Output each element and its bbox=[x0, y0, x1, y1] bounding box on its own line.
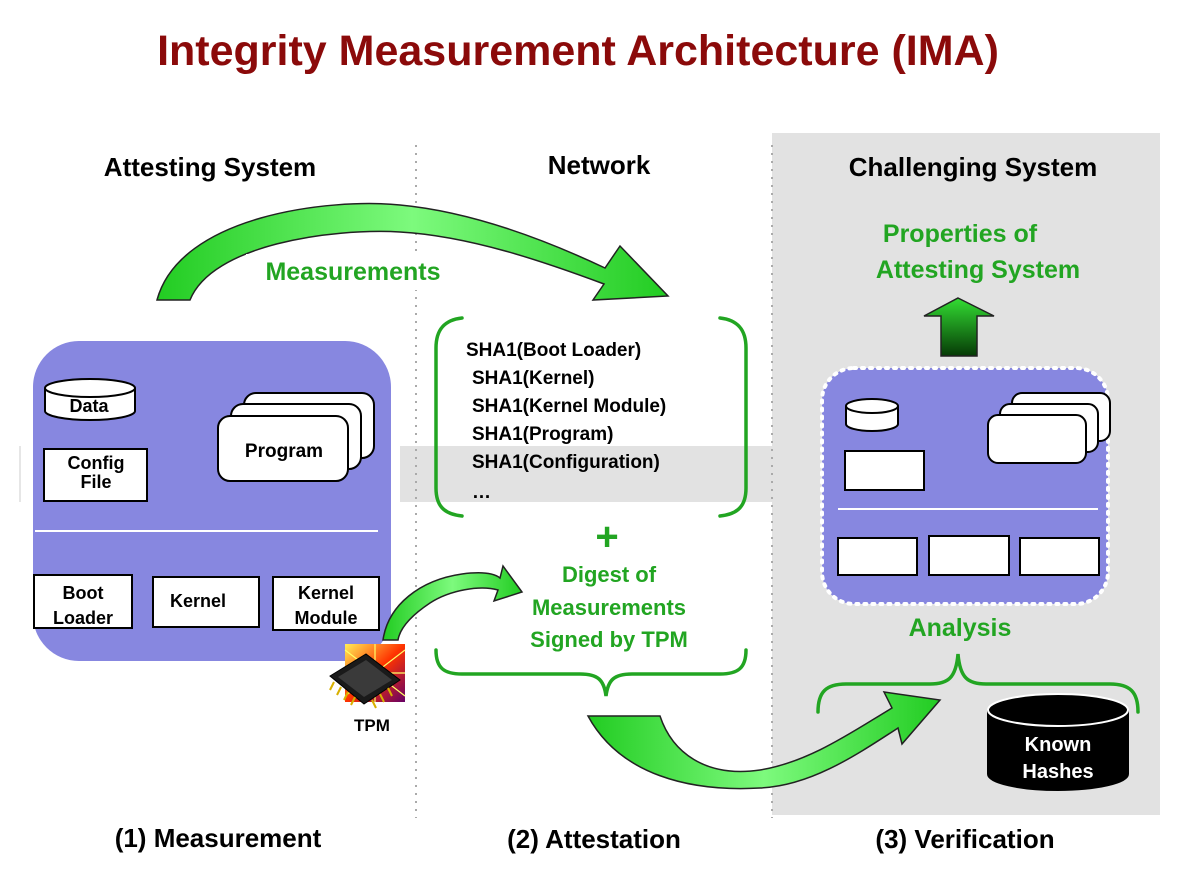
module-label-line2: Module bbox=[295, 608, 358, 628]
data-label: Data bbox=[69, 396, 109, 416]
known-hashes-line1: Known bbox=[1025, 734, 1092, 756]
tpm-label: TPM bbox=[354, 716, 390, 735]
measurements-arrow bbox=[156, 202, 670, 301]
boot-loader-box bbox=[33, 574, 133, 629]
known-hashes-cylinder bbox=[987, 693, 1129, 791]
tpm-chip-icon bbox=[329, 644, 406, 709]
properties-line2: Attesting System bbox=[876, 256, 1080, 284]
hash-item: SHA1(Program) bbox=[472, 424, 613, 445]
config-label-line2: File bbox=[80, 472, 111, 492]
attestation-arrow bbox=[586, 691, 942, 790]
analysis-label: Analysis bbox=[909, 614, 1012, 642]
digest-line3: Signed by TPM bbox=[530, 627, 688, 652]
tpm-to-digest-arrow bbox=[382, 564, 524, 641]
plus-sign: + bbox=[595, 515, 618, 559]
page-title: Integrity Measurement Architecture (IMA) bbox=[157, 27, 999, 75]
boot-label-line2: Loader bbox=[53, 608, 113, 628]
digest-line1: Digest of bbox=[562, 562, 657, 587]
phase-attestation: (2) Attestation bbox=[507, 824, 681, 854]
header-challenging: Challenging System bbox=[849, 152, 1098, 182]
hash-item: SHA1(Kernel Module) bbox=[472, 396, 666, 417]
analysis-boot-box bbox=[837, 537, 918, 576]
analysis-kernel-box bbox=[928, 535, 1010, 576]
hash-list: SHA1(Boot Loader) SHA1(Kernel) SHA1(Kern… bbox=[466, 340, 666, 503]
kernel-module-box bbox=[272, 576, 380, 631]
analysis-module-box bbox=[1019, 537, 1100, 576]
config-label-line1: Config bbox=[68, 453, 125, 473]
program-label: Program bbox=[245, 441, 323, 462]
header-attesting: Attesting System bbox=[104, 152, 316, 182]
measurements-label: Measurements bbox=[265, 258, 440, 286]
phase-measurement: (1) Measurement bbox=[115, 823, 322, 853]
phase-verification: (3) Verification bbox=[875, 824, 1054, 854]
known-hashes-line2: Hashes bbox=[1022, 761, 1093, 783]
analysis-config-box bbox=[844, 450, 925, 491]
analysis-program-stack bbox=[987, 392, 1111, 464]
measurements-label-bg bbox=[246, 254, 460, 290]
config-file-box bbox=[43, 448, 148, 502]
hash-item: SHA1(Kernel) bbox=[472, 368, 594, 389]
hash-item: … bbox=[472, 482, 491, 503]
analysis-data-cylinder bbox=[845, 398, 899, 432]
boot-label-line1: Boot bbox=[63, 583, 104, 603]
module-label-line1: Kernel bbox=[298, 583, 354, 603]
analysis-brace bbox=[816, 653, 1140, 714]
properties-line1: Properties of bbox=[883, 220, 1038, 248]
hash-item: SHA1(Configuration) bbox=[472, 452, 660, 473]
program-stack bbox=[217, 392, 375, 482]
kernel-label: Kernel bbox=[170, 591, 226, 611]
header-network: Network bbox=[548, 150, 651, 180]
kernel-box bbox=[152, 576, 260, 628]
properties-up-arrow bbox=[923, 297, 995, 357]
digest-line2: Measurements bbox=[532, 595, 686, 620]
digest-brace bbox=[434, 648, 748, 697]
network-stripe bbox=[400, 446, 772, 502]
hash-list-bracket bbox=[434, 316, 748, 518]
hash-item: SHA1(Boot Loader) bbox=[466, 340, 641, 361]
data-cylinder bbox=[44, 378, 136, 421]
